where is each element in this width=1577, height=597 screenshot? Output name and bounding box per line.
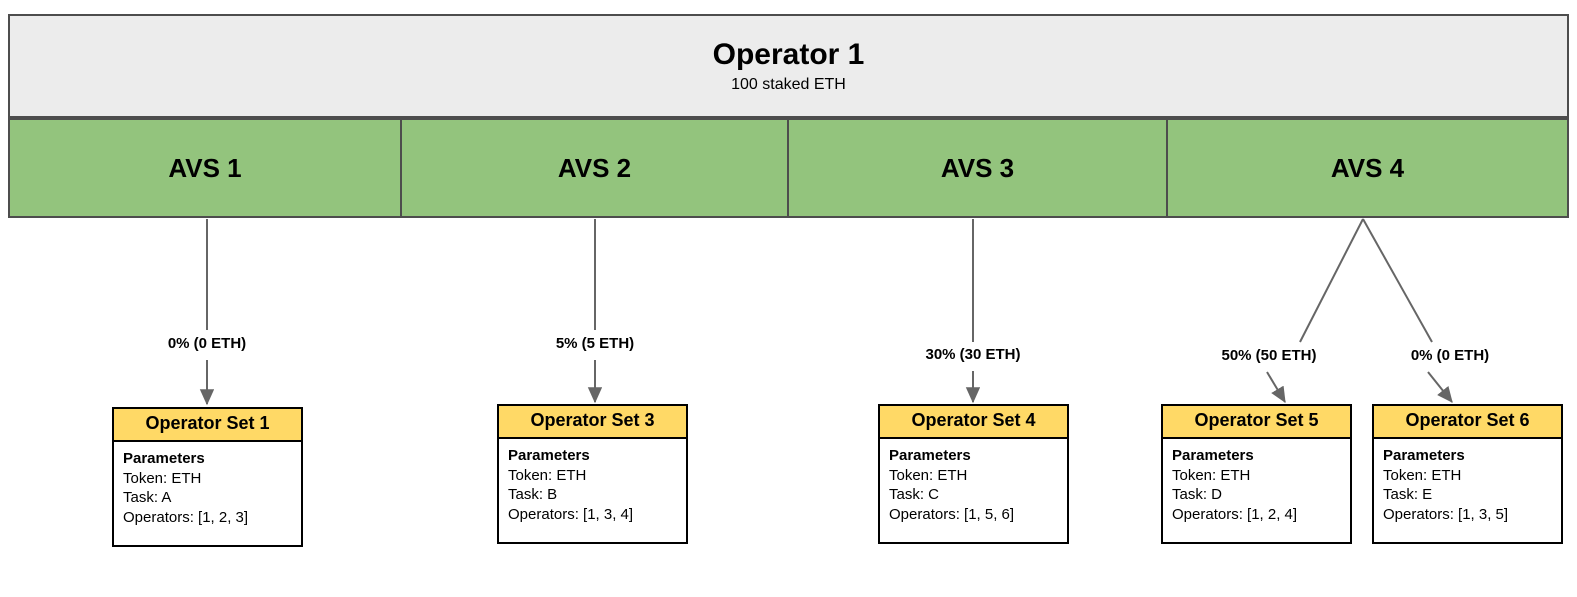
parameter-token-6: Token: ETH bbox=[1383, 466, 1462, 484]
avs-cell-2[interactable]: AVS 2 bbox=[400, 118, 789, 218]
parameter-token-4: Token: ETH bbox=[889, 466, 968, 484]
operator-set-card-4[interactable]: Operator Set 4 Parameters Token: ETH Tas… bbox=[878, 404, 1069, 544]
parameter-token-3: Token: ETH bbox=[508, 466, 587, 484]
allocation-label-5: 0% (0 ETH) bbox=[1407, 346, 1493, 366]
parameters-heading-5: Parameters bbox=[1172, 446, 1254, 464]
parameter-token-5: Token: ETH bbox=[1172, 466, 1251, 484]
avs-row: AVS 1 AVS 2 AVS 3 AVS 4 bbox=[8, 118, 1569, 218]
operator-set-title-1: Operator Set 1 bbox=[114, 409, 301, 442]
connector-avs4-opset5-arrow bbox=[1266, 371, 1286, 404]
operator-set-title-4: Operator Set 4 bbox=[880, 406, 1067, 439]
parameters-heading-3: Parameters bbox=[508, 446, 590, 464]
parameter-task-5: Task: D bbox=[1172, 486, 1223, 504]
parameter-operators-3: Operators: [1, 3, 4] bbox=[508, 506, 634, 524]
operator-set-title-3: Operator Set 3 bbox=[499, 406, 686, 439]
allocation-label-4: 50% (50 ETH) bbox=[1218, 346, 1320, 366]
allocation-label-3: 30% (30 ETH) bbox=[922, 345, 1024, 365]
parameters-heading-6: Parameters bbox=[1383, 446, 1465, 464]
connector-avs4-opset5 bbox=[1299, 218, 1364, 343]
parameter-task-4: Task: C bbox=[889, 486, 940, 504]
avs-label-2: AVS 2 bbox=[557, 152, 632, 183]
avs-label-3: AVS 3 bbox=[940, 152, 1015, 183]
avs-label-4: AVS 4 bbox=[1330, 152, 1405, 183]
allocation-label-1: 0% (0 ETH) bbox=[164, 334, 250, 354]
parameter-task-6: Task: E bbox=[1383, 486, 1433, 504]
parameter-operators-1: Operators: [1, 2, 3] bbox=[123, 509, 249, 527]
operator-set-body-3: Parameters Token: ETH Task: B Operators:… bbox=[499, 439, 686, 533]
operator-set-card-1[interactable]: Operator Set 1 Parameters Token: ETH Tas… bbox=[112, 407, 303, 547]
parameters-heading-1: Parameters bbox=[123, 449, 205, 467]
parameter-operators-4: Operators: [1, 5, 6] bbox=[889, 506, 1015, 524]
avs-cell-3[interactable]: AVS 3 bbox=[787, 118, 1168, 218]
avs-cell-4[interactable]: AVS 4 bbox=[1166, 118, 1569, 218]
operator-box: Operator 1 100 staked ETH bbox=[8, 14, 1569, 118]
operator-stake: 100 staked ETH bbox=[731, 75, 846, 93]
operator-set-title-5: Operator Set 5 bbox=[1163, 406, 1350, 439]
parameter-operators-5: Operators: [1, 2, 4] bbox=[1172, 506, 1298, 524]
connector-avs4-opset6 bbox=[1362, 218, 1433, 343]
parameter-operators-6: Operators: [1, 3, 5] bbox=[1383, 506, 1509, 524]
avs-cell-1[interactable]: AVS 1 bbox=[8, 118, 402, 218]
avs-label-1: AVS 1 bbox=[168, 152, 242, 183]
operator-set-body-4: Parameters Token: ETH Task: C Operators:… bbox=[880, 439, 1067, 533]
operator-set-title-6: Operator Set 6 bbox=[1374, 406, 1561, 439]
operator-title: Operator 1 bbox=[712, 38, 865, 72]
operator-set-body-5: Parameters Token: ETH Task: D Operators:… bbox=[1163, 439, 1350, 533]
parameter-task-3: Task: B bbox=[508, 486, 558, 504]
parameter-token-1: Token: ETH bbox=[123, 469, 202, 487]
allocation-label-2: 5% (5 ETH) bbox=[552, 334, 638, 354]
operator-set-card-5[interactable]: Operator Set 5 Parameters Token: ETH Tas… bbox=[1161, 404, 1352, 544]
parameters-heading-4: Parameters bbox=[889, 446, 971, 464]
operator-set-body-6: Parameters Token: ETH Task: E Operators:… bbox=[1374, 439, 1561, 533]
operator-set-card-3[interactable]: Operator Set 3 Parameters Token: ETH Tas… bbox=[497, 404, 688, 544]
operator-set-body-1: Parameters Token: ETH Task: A Operators:… bbox=[114, 442, 301, 536]
operator-set-card-6[interactable]: Operator Set 6 Parameters Token: ETH Tas… bbox=[1372, 404, 1563, 544]
parameter-task-1: Task: A bbox=[123, 489, 172, 507]
connector-avs4-opset6-arrow bbox=[1427, 371, 1453, 403]
